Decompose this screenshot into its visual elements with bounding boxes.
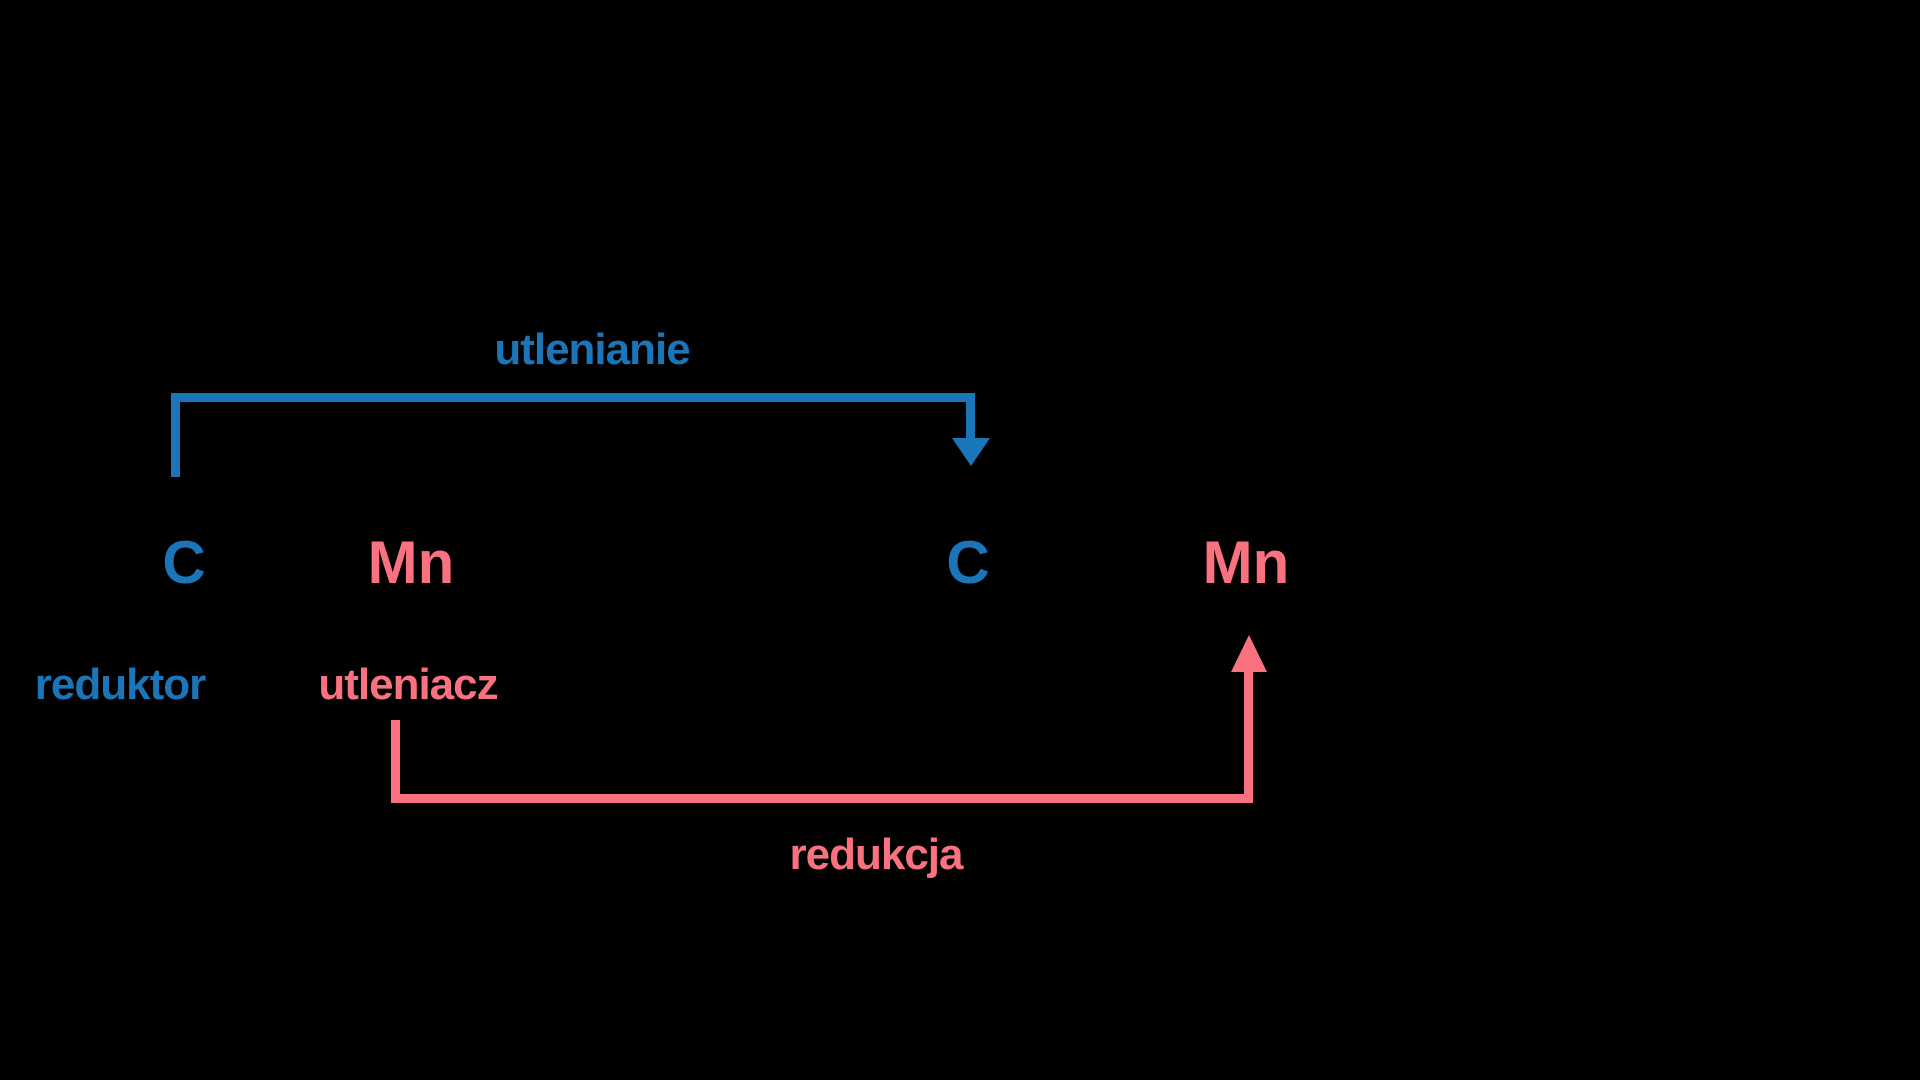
manganese-product-symbol: Mn [1202,529,1290,596]
oxidation-arrow-left-segment [171,393,180,477]
reduction-arrow-horizontal-segment [391,794,1253,803]
carbon-reactant-symbol: C [162,529,206,596]
reduction-label: redukcja [789,830,964,879]
manganese-reactant-symbol: Mn [367,529,455,596]
oxidation-label: utlenianie [494,325,690,374]
oxidizing-agent-label: utleniacz [318,660,498,709]
arrowhead-up-icon [1231,635,1267,672]
reduction-arrow-left-segment [391,720,400,803]
oxidation-arrow-horizontal-segment [171,393,975,402]
oxidation-arrow-right-segment [966,393,975,440]
arrowhead-down-icon [952,438,990,466]
reducing-agent-label: reduktor [34,660,206,709]
reduction-arrow-right-segment [1244,672,1253,803]
carbon-product-symbol: C [946,529,990,596]
